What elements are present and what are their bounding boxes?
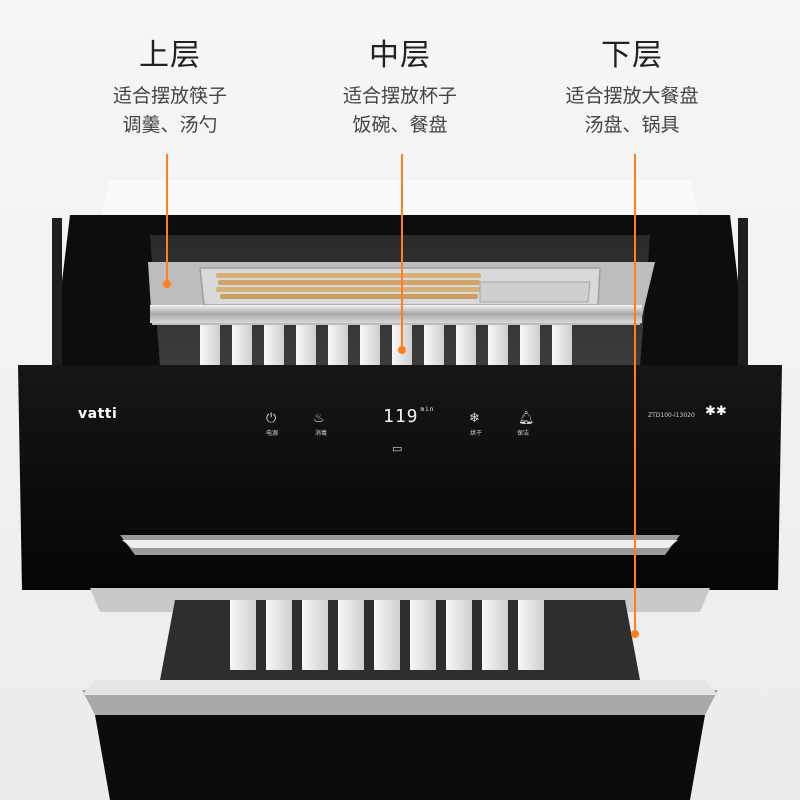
label-top-title: 上层 bbox=[139, 38, 201, 73]
label-bottom-line2: 汤盘、锅具 bbox=[584, 114, 680, 136]
label-top-line1: 适合摆放筷子 bbox=[112, 85, 227, 107]
power-button-label: 电源 bbox=[266, 430, 279, 437]
time-unit: min bbox=[420, 406, 435, 413]
sterilize-icon[interactable]: ♨ bbox=[313, 411, 325, 426]
label-bottom-title: 下层 bbox=[601, 38, 663, 73]
model-number: ZTD100-i13020 bbox=[648, 412, 695, 419]
label-bottom-layer: 下层 适合摆放大餐盘 汤盘、锅具 bbox=[522, 36, 742, 140]
label-top-line2: 调羹、汤勺 bbox=[122, 114, 218, 136]
control-door bbox=[18, 365, 782, 612]
brand-logo: vatti bbox=[78, 406, 118, 422]
label-bottom-line1: 适合摆放大餐盘 bbox=[565, 85, 699, 107]
leader-dot-bottom bbox=[631, 630, 639, 638]
leader-line-bottom bbox=[634, 154, 636, 632]
child-lock-icon[interactable]: ▭ bbox=[392, 442, 403, 455]
sterilize-button-label: 消毒 bbox=[315, 430, 328, 437]
power-icon[interactable]: ⏻ bbox=[266, 411, 277, 426]
energy-stars: ✱✱ bbox=[705, 404, 727, 419]
bell-icon[interactable]: 🔔︎ bbox=[518, 411, 535, 426]
label-top-layer: 上层 适合摆放筷子 调羹、汤勺 bbox=[60, 36, 280, 140]
clean-button-label: 保洁 bbox=[517, 430, 530, 437]
lower-drawer bbox=[82, 600, 718, 800]
middle-plates bbox=[200, 325, 572, 365]
dry-icon[interactable]: ❄ bbox=[469, 411, 480, 426]
leader-line-top bbox=[166, 154, 168, 282]
leader-line-middle bbox=[401, 154, 403, 348]
chopsticks bbox=[216, 273, 481, 299]
label-middle-line1: 适合摆放杯子 bbox=[342, 85, 457, 107]
label-middle-line2: 饭碗、餐盘 bbox=[352, 114, 448, 136]
leader-dot-middle bbox=[398, 346, 406, 354]
label-middle-layer: 中层 适合摆放杯子 饭碗、餐盘 bbox=[290, 36, 510, 140]
leader-dot-top bbox=[163, 280, 171, 288]
dry-button-label: 烘干 bbox=[470, 430, 483, 437]
label-middle-title: 中层 bbox=[369, 38, 431, 73]
time-value: 119 bbox=[383, 406, 419, 427]
